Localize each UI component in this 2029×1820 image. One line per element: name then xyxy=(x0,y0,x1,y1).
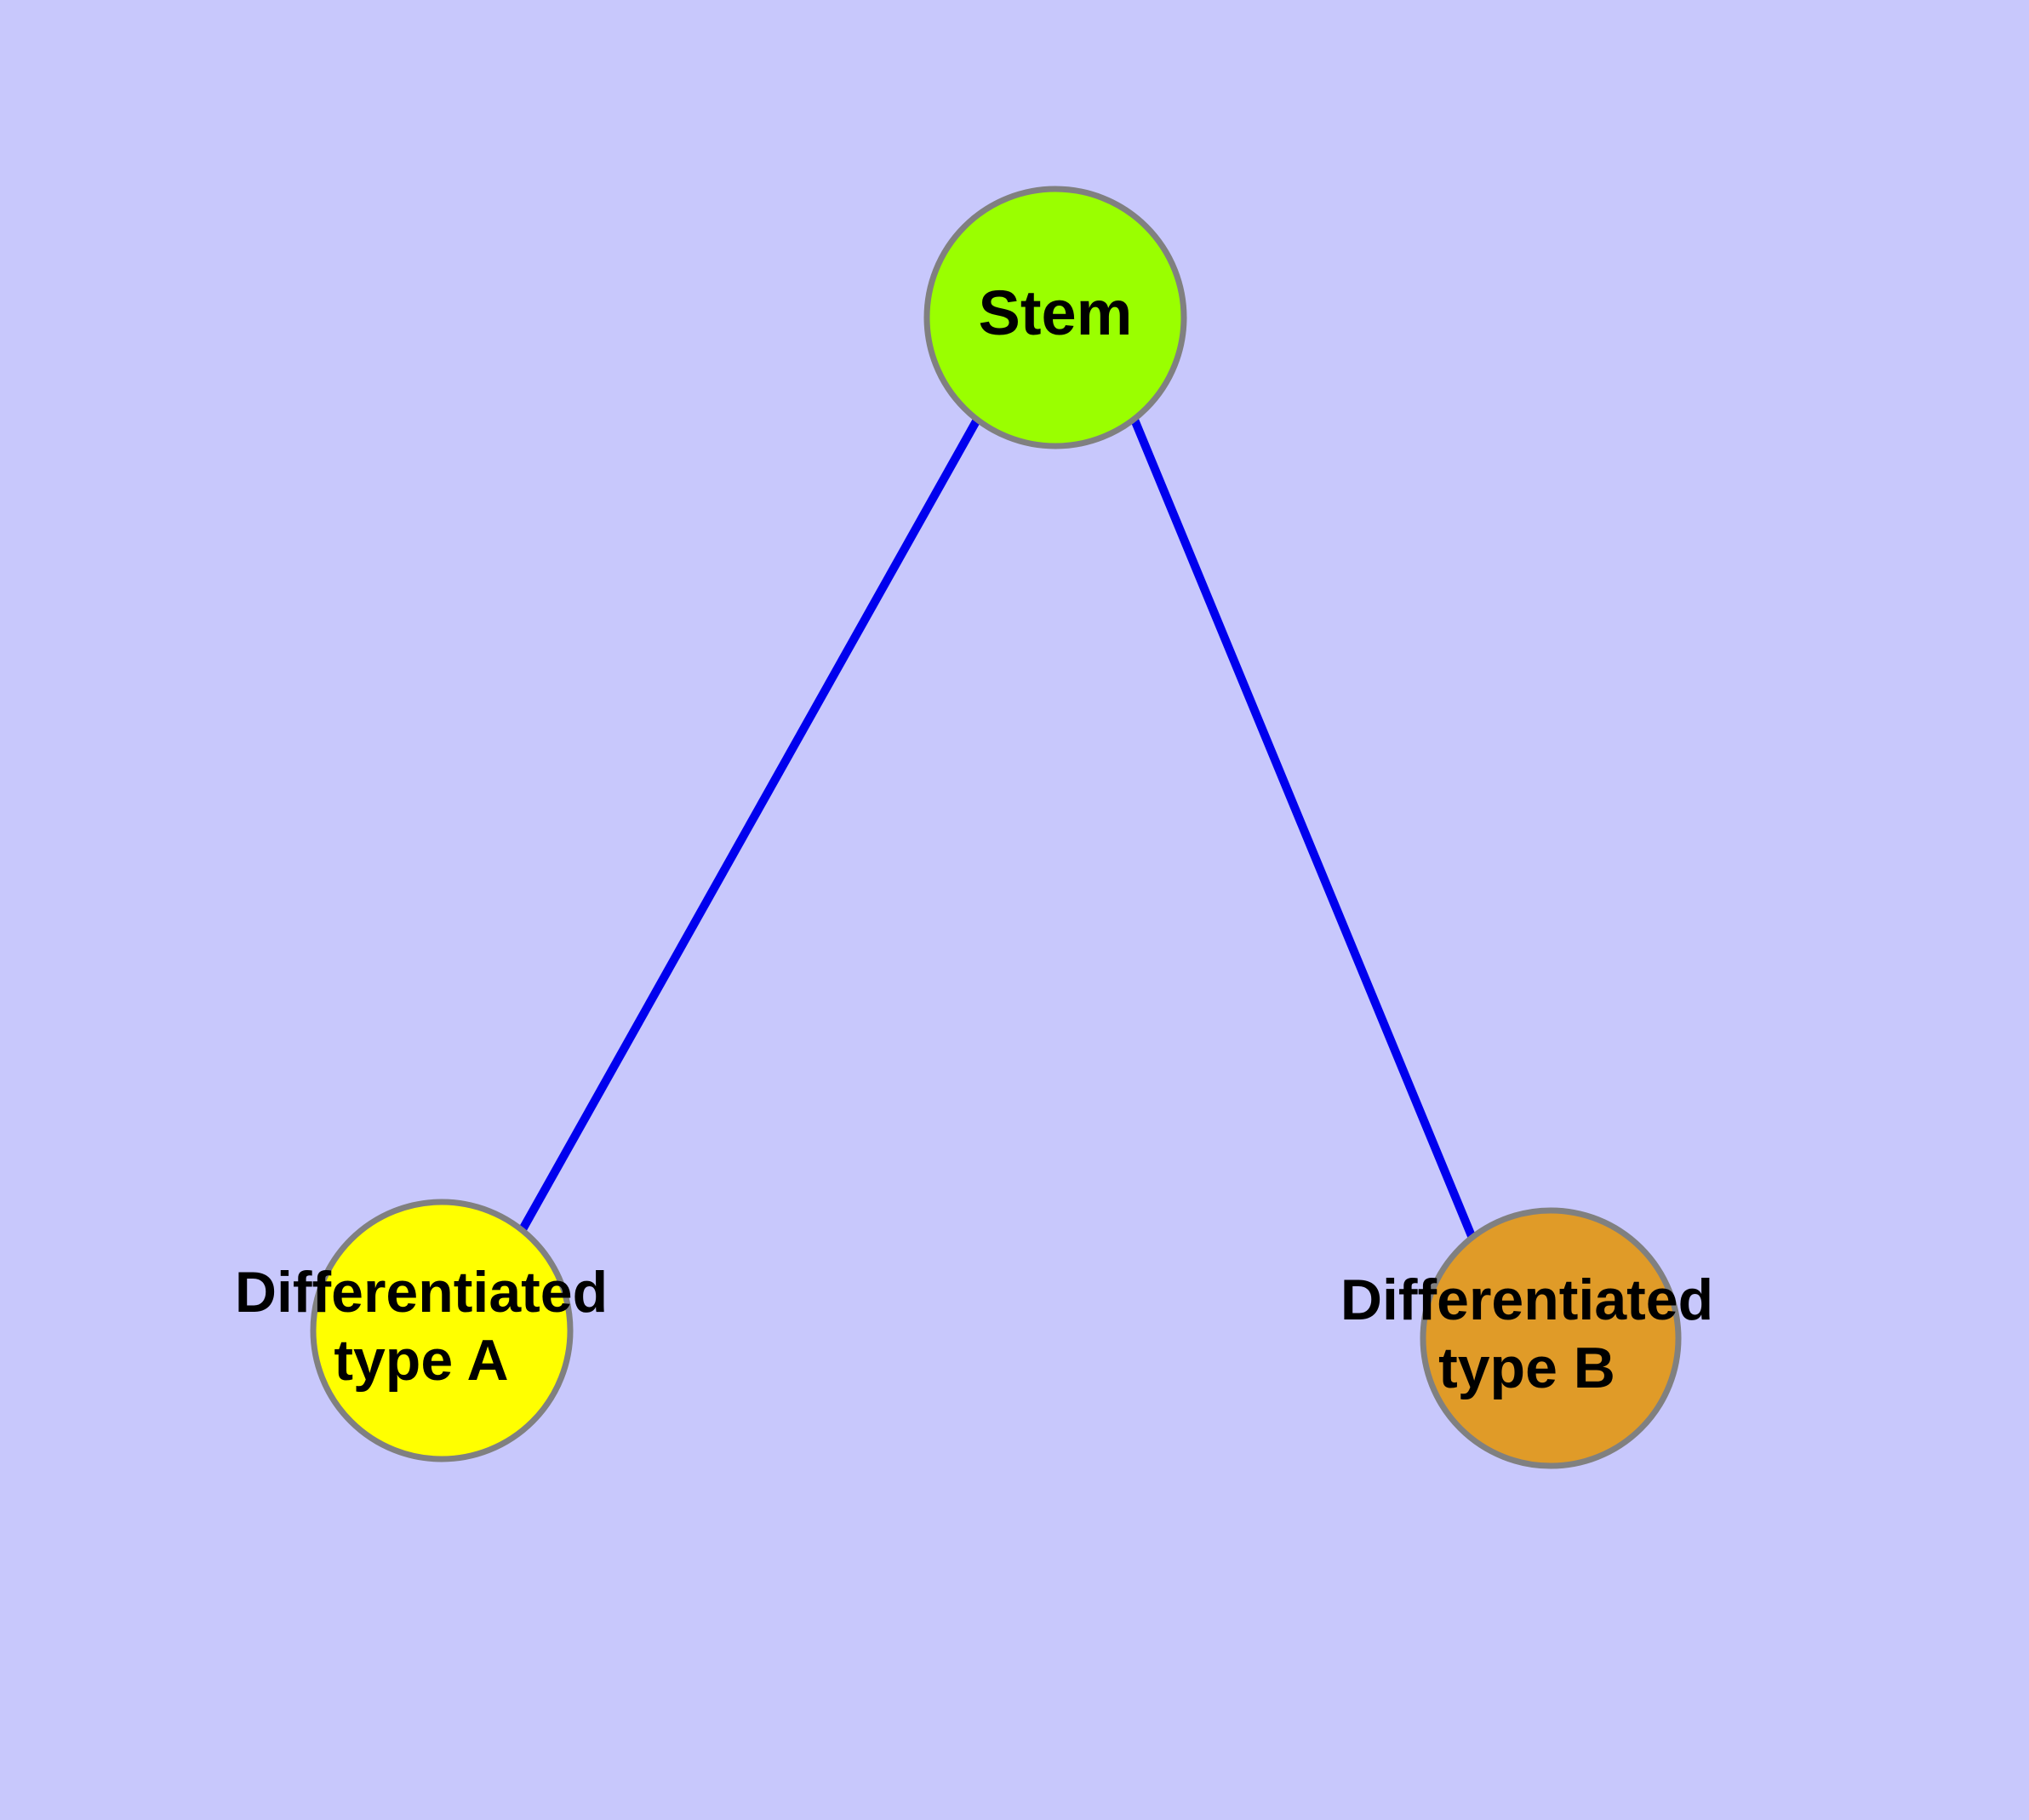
node-differentiated-type-a[interactable] xyxy=(310,1199,574,1462)
label-line: type B xyxy=(1438,1336,1615,1400)
node-differentiated-type-b[interactable] xyxy=(1420,1207,1682,1469)
edge-stem-to-differentiated-type-b[interactable] xyxy=(1130,418,1476,1238)
label-line: type A xyxy=(334,1328,508,1393)
label-line: Differentiated xyxy=(235,1260,608,1325)
nodes-group xyxy=(310,186,1682,1469)
label-line: Differentiated xyxy=(1340,1268,1713,1332)
node-label-stem: Stem xyxy=(979,278,1133,348)
edges-group xyxy=(517,417,1476,1238)
edge-stem-to-differentiated-type-a[interactable] xyxy=(517,417,981,1233)
label-line: Stem xyxy=(979,278,1133,348)
node-stem[interactable] xyxy=(923,186,1187,449)
